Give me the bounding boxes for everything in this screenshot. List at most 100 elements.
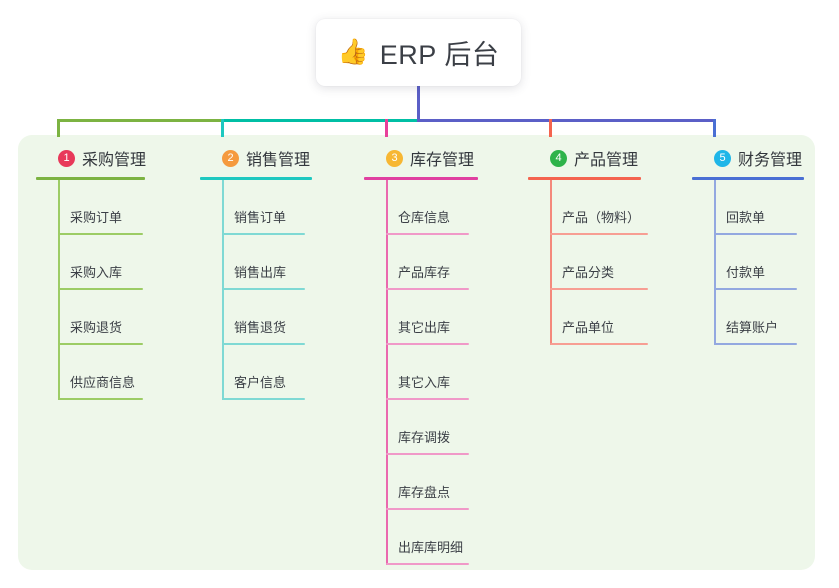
menu-item-label: 采购退货 [70,320,123,335]
menu-item-rule [714,233,797,235]
column-header-5[interactable]: 5 财务管理 [692,146,839,170]
menu-item[interactable]: 采购退货 [36,290,186,345]
menu-item-label: 付款单 [726,265,766,280]
menu-item[interactable]: 结算账户 [692,290,839,345]
menu-item-rule [550,288,648,290]
column-trunk-line [222,180,224,400]
menu-item-label: 销售退货 [234,320,287,335]
menu-item-rule [222,343,305,345]
menu-item[interactable]: 库存盘点 [364,455,514,510]
menu-item-label: 仓库信息 [398,210,451,225]
connector-drop-3 [385,119,388,137]
column-items-3: 仓库信息产品库存其它出库其它入库库存调拨库存盘点出库库明细 [364,180,514,565]
column-header-2[interactable]: 2 销售管理 [200,146,350,170]
menu-item-label: 库存盘点 [398,485,451,500]
column-index-badge: 5 [714,149,731,167]
column-trunk-line [550,180,552,345]
column-2: 2 销售管理销售订单销售出库销售退货客户信息 [200,146,350,400]
menu-item-label: 回款单 [726,210,766,225]
menu-item-label: 其它入库 [398,375,451,390]
menu-item[interactable]: 库存调拨 [364,400,514,455]
column-trunk-line [714,180,716,345]
connector-bus-mid [221,119,419,122]
menu-item-rule [714,288,797,290]
connector-bus-right [417,119,716,122]
menu-item[interactable]: 出库库明细 [364,510,514,565]
column-title: 财务管理 [738,152,803,169]
menu-item[interactable]: 产品单位 [528,290,678,345]
column-title: 库存管理 [410,152,475,169]
menu-item-rule [58,398,143,400]
menu-item[interactable]: 仓库信息 [364,180,514,235]
thumbs-up-icon: 👍 [337,38,369,66]
menu-item-label: 其它出库 [398,320,451,335]
column-index-badge: 4 [550,149,567,167]
menu-item[interactable]: 回款单 [692,180,839,235]
menu-item-label: 产品库存 [398,265,451,280]
column-3: 3 库存管理仓库信息产品库存其它出库其它入库库存调拨库存盘点出库库明细 [364,146,514,565]
menu-item-rule [550,233,648,235]
menu-item-rule [386,453,469,455]
menu-item-label: 产品单位 [562,320,615,335]
menu-item-label: 产品（物料） [562,210,641,225]
menu-item-label: 销售订单 [234,210,287,225]
menu-item[interactable]: 销售订单 [200,180,350,235]
connector-title-stem [417,86,420,122]
root-node-erp-backend[interactable]: 👍 ERP 后台 [316,19,521,86]
menu-item-rule [58,343,143,345]
menu-item[interactable]: 产品分类 [528,235,678,290]
column-header-3[interactable]: 3 库存管理 [364,146,514,170]
menu-item-label: 出库库明细 [398,540,464,555]
menu-item-rule [222,288,305,290]
menu-item[interactable]: 供应商信息 [36,345,186,400]
menu-item[interactable]: 产品（物料） [528,180,678,235]
menu-item-rule [58,288,143,290]
menu-item-label: 库存调拨 [398,430,451,445]
menu-item-rule [58,233,143,235]
menu-item[interactable]: 其它入库 [364,345,514,400]
menu-item[interactable]: 客户信息 [200,345,350,400]
menu-item[interactable]: 采购入库 [36,235,186,290]
connector-bus-left [57,119,223,122]
menu-item-rule [222,233,305,235]
column-5: 5 财务管理回款单付款单结算账户 [692,146,839,345]
column-items-5: 回款单付款单结算账户 [692,180,839,345]
menu-item[interactable]: 采购订单 [36,180,186,235]
column-items-2: 销售订单销售出库销售退货客户信息 [200,180,350,400]
column-title: 销售管理 [246,152,311,169]
connector-drop-5 [713,119,716,137]
menu-item-label: 客户信息 [234,375,287,390]
menu-item-label: 销售出库 [234,265,287,280]
menu-item-label: 供应商信息 [70,375,136,390]
connector-drop-2 [221,119,224,137]
menu-item[interactable]: 产品库存 [364,235,514,290]
menu-item-label: 采购订单 [70,210,123,225]
column-header-rule [364,177,478,180]
menu-item[interactable]: 付款单 [692,235,839,290]
column-index-badge: 1 [58,149,75,167]
column-header-rule [692,177,804,180]
column-header-rule [36,177,145,180]
menu-item-rule [386,233,469,235]
menu-item-rule [386,288,469,290]
diagram-panel [18,135,815,570]
connector-drop-1 [57,119,60,137]
menu-item-label: 采购入库 [70,265,123,280]
menu-item-rule [386,398,469,400]
column-items-4: 产品（物料） 产品分类产品单位 [528,180,678,345]
menu-item[interactable]: 销售退货 [200,290,350,345]
column-items-1: 采购订单采购入库采购退货供应商信息 [36,180,186,400]
connector-drop-4 [549,119,552,137]
menu-item-rule [386,343,469,345]
menu-item[interactable]: 其它出库 [364,290,514,345]
menu-item-label: 结算账户 [726,320,779,335]
column-index-badge: 3 [386,149,403,167]
column-index-badge: 2 [222,149,239,167]
menu-item[interactable]: 销售出库 [200,235,350,290]
page-title: ERP 后台 [379,40,500,70]
